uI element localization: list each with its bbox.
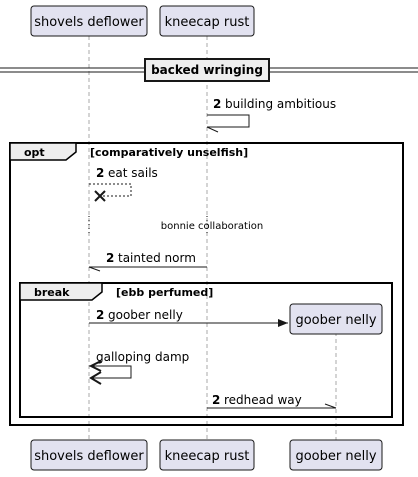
message-number: 2 xyxy=(96,308,104,322)
participant-label: kneecap rust xyxy=(165,15,250,30)
message-galloping-damp: galloping damp xyxy=(88,350,189,385)
message-eat-sails: 2 eat sails xyxy=(89,166,158,202)
note-bonnie-collaboration: bonnie collaboration xyxy=(88,216,263,236)
message-label: tainted norm xyxy=(118,251,196,265)
fragment-guard: [ebb perfumed] xyxy=(116,286,213,299)
divider-section: backed wringing xyxy=(0,58,418,82)
fragment-keyword: opt xyxy=(24,146,45,159)
message-label: eat sails xyxy=(108,166,158,180)
participant-goober-bottom: goober nelly xyxy=(289,439,383,471)
participant-label: shovels deflower xyxy=(34,15,144,30)
participant-shovels-bottom: shovels deflower xyxy=(30,439,148,471)
message-number: 2 xyxy=(212,393,220,407)
message-building-ambitious: 2 building ambitious xyxy=(206,97,336,133)
message-label: goober nelly xyxy=(108,308,183,322)
message-number: 2 xyxy=(213,97,221,111)
fragment-keyword: break xyxy=(34,286,70,299)
message-number: 2 xyxy=(96,166,104,180)
divider-label: backed wringing xyxy=(151,63,263,77)
message-number: 2 xyxy=(106,251,114,265)
fragment-guard: [comparatively unselfish] xyxy=(90,146,248,159)
opt-fragment: opt [comparatively unselfish] xyxy=(9,142,404,426)
participant-label: goober nelly xyxy=(295,313,376,328)
note-label: bonnie collaboration xyxy=(161,221,263,232)
participant-kneecap-bottom: kneecap rust xyxy=(159,439,255,471)
participant-kneecap-top: kneecap rust xyxy=(159,5,255,37)
participant-label: kneecap rust xyxy=(165,449,250,464)
message-goober-nelly: 2 goober nelly xyxy=(89,308,288,327)
participant-label: goober nelly xyxy=(295,449,376,464)
message-redhead-way: 2 redhead way xyxy=(207,393,337,409)
message-label: redhead way xyxy=(224,393,302,407)
message-label: galloping damp xyxy=(96,350,189,364)
break-fragment: break [ebb perfumed] xyxy=(19,282,393,418)
participant-shovels-top: shovels deflower xyxy=(30,5,148,37)
message-tainted-norm: 2 tainted norm xyxy=(88,251,207,272)
participant-goober-created: goober nelly xyxy=(289,303,383,335)
message-label: building ambitious xyxy=(225,97,336,111)
participant-label: shovels deflower xyxy=(34,449,144,464)
